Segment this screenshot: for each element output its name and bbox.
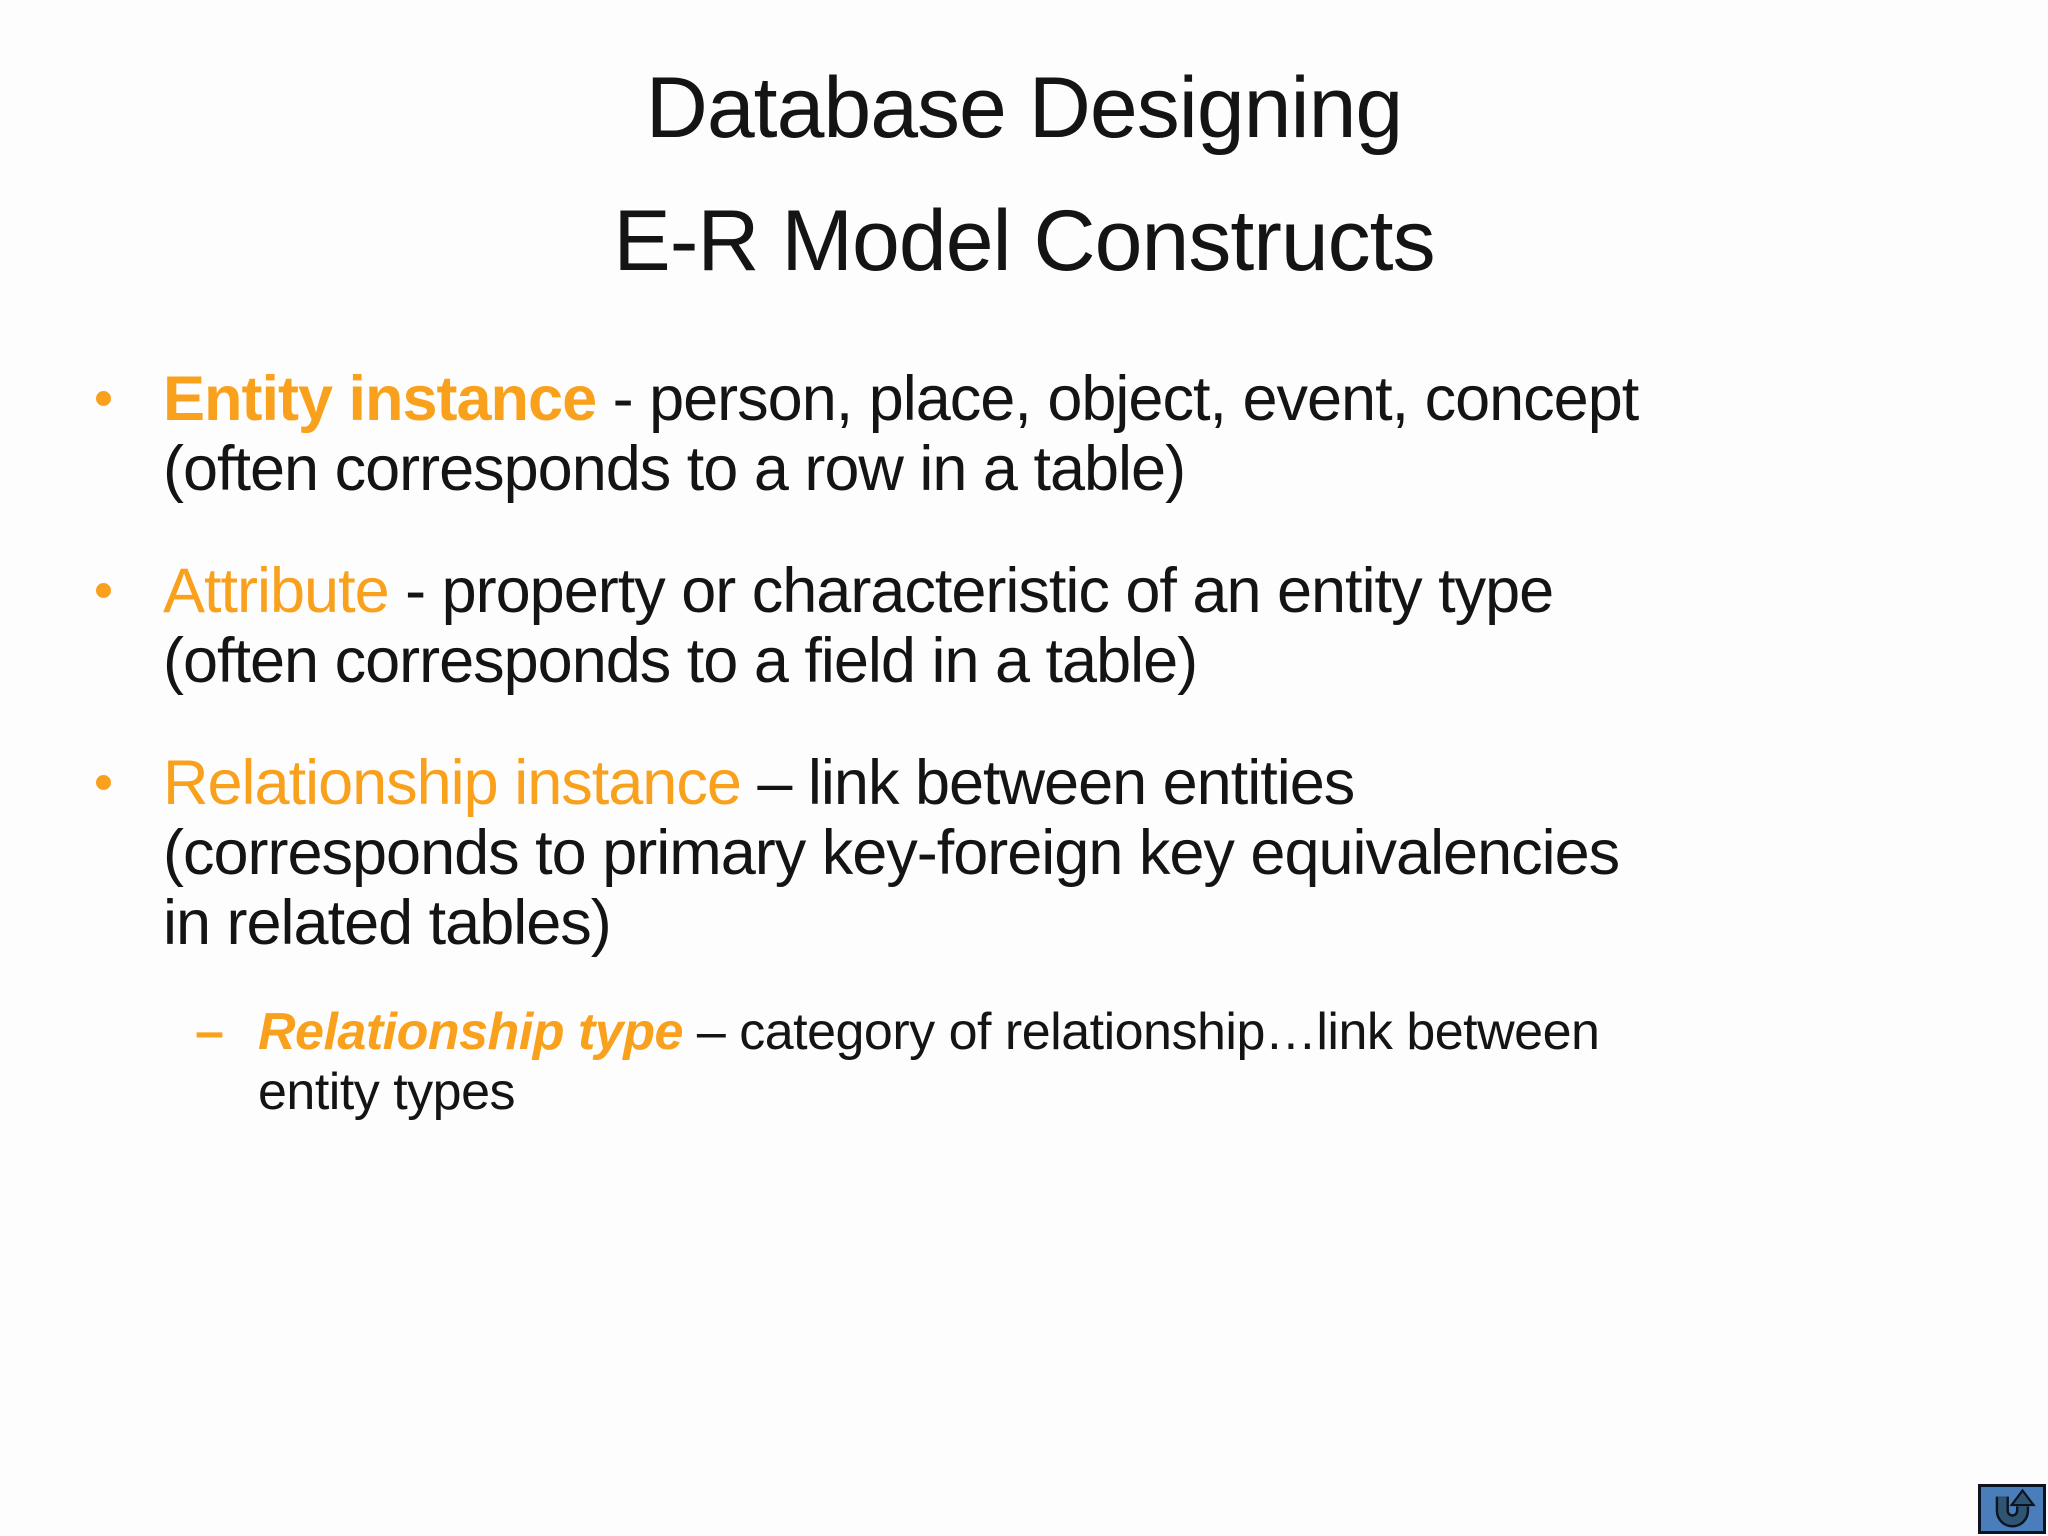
bullet-dot-icon — [96, 583, 111, 598]
sub-bullet-relationship-type: – Relationship type – category of relati… — [195, 1002, 2018, 1122]
bullet-text: Relationship instance – link between ent… — [163, 748, 1620, 958]
bullet-entity-instance: Entity instance - person, place, object,… — [96, 364, 2018, 504]
slide-body: Entity instance - person, place, object,… — [0, 364, 2048, 1122]
title-line-1: Database Designing — [645, 60, 1404, 156]
title-line-2: E-R Model Constructs — [613, 193, 1435, 289]
term-relationship-instance: Relationship instance — [163, 748, 742, 818]
term-relationship-type: Relationship type — [258, 1003, 683, 1061]
bullet-text-line-1: - property or characteristic of an entit… — [388, 556, 1554, 626]
sub-bullet-text-line-2: entity types — [258, 1063, 516, 1121]
return-button[interactable] — [1978, 1484, 2046, 1534]
term-entity-instance: Entity instance — [163, 364, 597, 434]
bullet-text-line-2: (often corresponds to a field in a table… — [163, 626, 1198, 696]
bullet-attribute: Attribute - property or characteristic o… — [96, 556, 2018, 696]
bullet-text-line-2: (often corresponds to a row in a table) — [163, 434, 1186, 504]
bullet-text-line-1: – link between entities — [740, 748, 1355, 818]
bullet-text-line-1: - person, place, object, event, concept — [596, 364, 1640, 434]
bullet-text: Entity instance - person, place, object,… — [163, 364, 1640, 504]
bullet-relationship-instance: Relationship instance – link between ent… — [96, 748, 2018, 958]
sub-bullet-text-line-1: – category of relationship…link between — [682, 1003, 1600, 1061]
bullet-dot-icon — [96, 391, 111, 406]
bullet-text-line-3: in related tables) — [163, 888, 612, 958]
term-attribute: Attribute — [163, 556, 390, 626]
sub-bullet-dash-icon: – — [195, 1003, 224, 1061]
slide-title: Database Designing E-R Model Constructs — [0, 42, 2048, 308]
u-turn-arrow-icon — [1995, 1488, 2036, 1528]
bullet-dot-icon — [96, 775, 111, 790]
bullet-text-line-2: (corresponds to primary key-foreign key … — [163, 818, 1620, 888]
bullet-text: Attribute - property or characteristic o… — [163, 556, 1554, 696]
sub-bullet-text: Relationship type – category of relation… — [258, 1002, 1600, 1122]
